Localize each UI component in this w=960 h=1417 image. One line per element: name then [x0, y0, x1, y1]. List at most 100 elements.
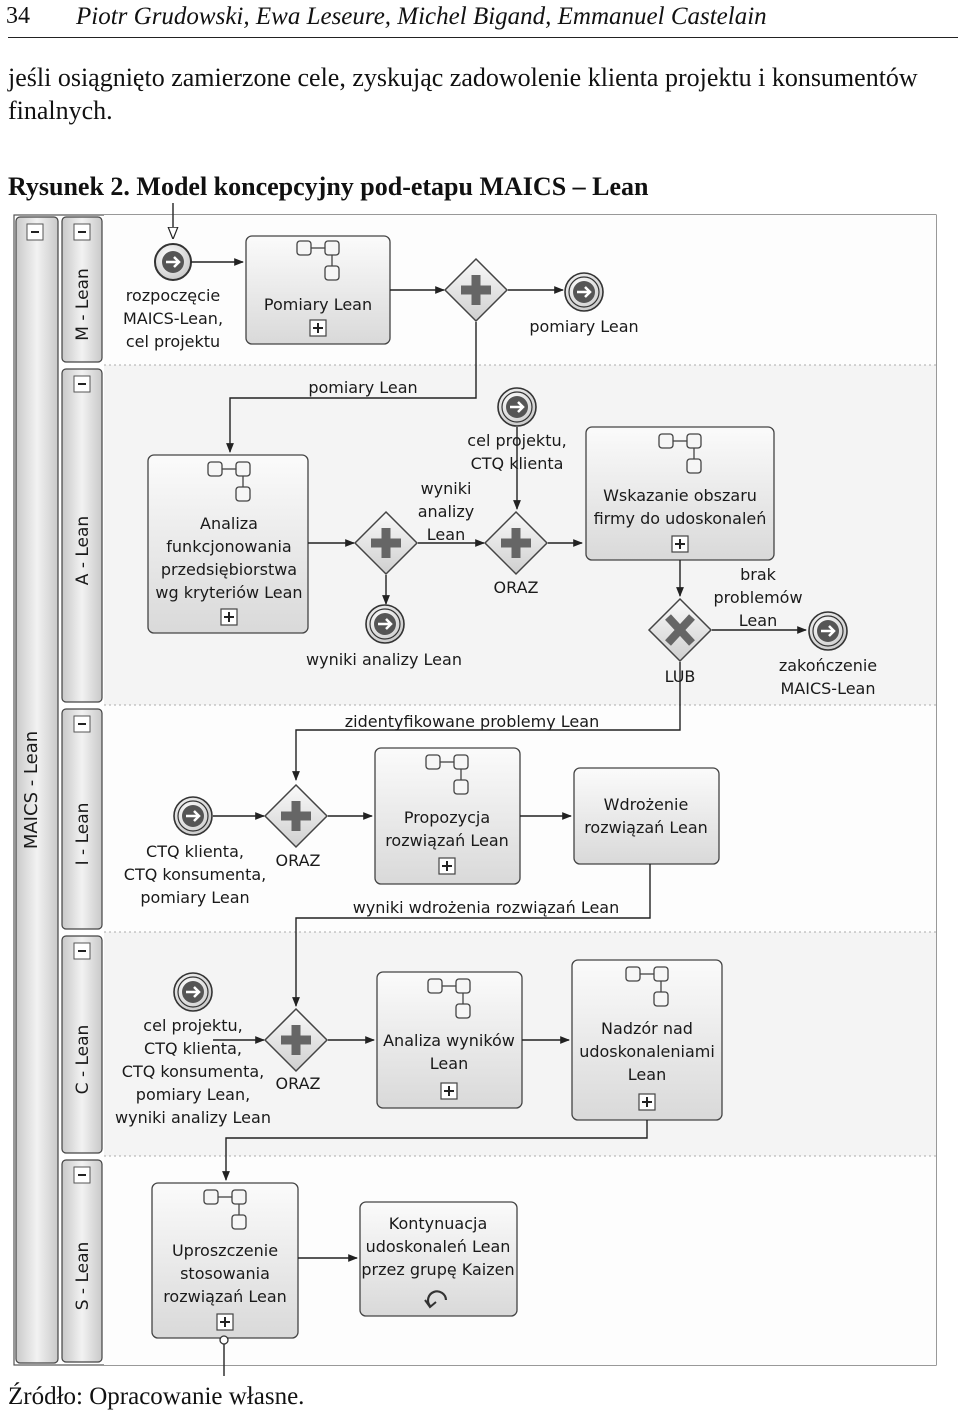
subprocess-icon [203, 1189, 247, 1230]
exclusive-gateway-a[interactable] [647, 597, 713, 663]
subprocess-icon [427, 978, 471, 1019]
expand-icon[interactable] [440, 1082, 458, 1100]
start-event-c[interactable] [173, 972, 213, 1012]
label-line: CTQ klienta, [146, 842, 244, 861]
pool-header[interactable]: MAICS - Lean [15, 216, 59, 1364]
gateway-label-oraz: ORAZ [494, 578, 539, 597]
task-analiza-label: Analiza funkcjonowania przedsiębiorstwa wg … [155, 514, 302, 602]
label-line: pomiary Lean [529, 317, 638, 336]
task-wdrozenie-label: Wdrożenie rozwiązań Lean [584, 795, 708, 837]
expand-icon[interactable] [671, 535, 689, 553]
label-line: rozwiązań Lean [584, 818, 708, 837]
start-event-m[interactable] [154, 203, 192, 281]
label-line: Lean [628, 1065, 666, 1084]
label-line: CTQ klienta, [144, 1039, 242, 1058]
label-line: cel projektu [126, 332, 220, 351]
header-rule [8, 37, 958, 38]
subprocess-icon [425, 754, 469, 795]
gateway-label-oraz: ORAZ [276, 851, 321, 870]
figure-caption: Rysunek 2. Model koncepcyjny pod-etapu M… [8, 172, 649, 201]
label-line: analizy [418, 502, 475, 521]
expand-icon[interactable] [638, 1093, 656, 1111]
subprocess-icon [296, 240, 340, 281]
expand-icon[interactable] [438, 857, 456, 875]
parallel-gateway-a1[interactable] [353, 510, 419, 576]
label-line: Lean [427, 525, 465, 544]
label-line: rozwiązań Lean [163, 1287, 287, 1306]
lane-label: S - Lean [73, 1242, 93, 1311]
label-line: funkcjonowania [166, 537, 291, 556]
label-line: Kontynuacja [389, 1214, 488, 1233]
expand-icon[interactable] [220, 608, 238, 626]
lane-label: C - Lean [73, 1025, 93, 1095]
label-line: udoskonaleniami [579, 1042, 715, 1061]
label-line: MAICS-Lean, [123, 309, 223, 328]
label-line: CTQ konsumenta, [124, 865, 266, 884]
lane-label: A - Lean [73, 516, 93, 585]
label-line: wyniki analizy Lean [306, 650, 462, 669]
label-line: wyniki analizy Lean [115, 1108, 271, 1127]
lane-label: M - Lean [73, 268, 93, 340]
lane-header-2[interactable]: A - Lean [61, 368, 103, 703]
task-kontynuacja[interactable] [359, 1201, 518, 1317]
loop-icon [424, 1290, 448, 1309]
task-wskazanie-label: Wskazanie obszaru firmy do udoskonaleń [594, 486, 767, 528]
label-line: firmy do udoskonaleń [594, 509, 767, 528]
label-line: problemów [713, 588, 802, 607]
label-line: Lean [739, 611, 777, 630]
lane-header-5[interactable]: S - Lean [61, 1159, 103, 1363]
lane-header-1[interactable]: M - Lean [61, 216, 103, 363]
intermediate-event-a-in[interactable] [497, 387, 537, 427]
page-number: 34 [6, 3, 30, 29]
label-line: brak [740, 565, 777, 584]
lane-header-3[interactable]: I - Lean [61, 708, 103, 930]
parallel-gateway-c[interactable] [263, 1007, 329, 1073]
expand-icon[interactable] [309, 319, 327, 337]
expand-icon[interactable] [216, 1313, 234, 1331]
parallel-gateway-i[interactable] [263, 783, 329, 849]
intermediate-event-a-label: wyniki analizy Lean [306, 650, 462, 669]
label-line: Wskazanie obszaru [603, 486, 757, 505]
label-line: CTQ konsumenta, [122, 1062, 264, 1081]
label-line: udoskonaleń Lean [366, 1237, 511, 1256]
start-event-c-label: cel projektu, CTQ klienta, CTQ konsumenta,… [115, 1016, 271, 1127]
label-line: Uproszczenie [172, 1241, 278, 1260]
label-line: wg kryteriów Lean [155, 583, 302, 602]
flow-label-pomiary: pomiary Lean [308, 378, 417, 397]
subprocess-icon [658, 433, 702, 474]
start-event-i[interactable] [173, 796, 213, 836]
intermediate-event-m[interactable] [564, 272, 604, 312]
body-paragraph: jeśli osiągnięto zamierzone cele, zyskuj… [8, 63, 918, 125]
lane-label: I - Lean [73, 803, 93, 866]
lane-header-4[interactable]: C - Lean [61, 935, 103, 1154]
label-line: cel projektu, [143, 1016, 242, 1035]
page-header: 34 Piotr Grudowski, Ewa Leseure, Michel … [0, 0, 960, 40]
parallel-gateway-a2[interactable] [483, 510, 549, 576]
label-line: przedsiębiorstwa [161, 560, 297, 579]
label-line: przez grupę Kaizen [361, 1260, 514, 1279]
label-line: wyniki [421, 479, 472, 498]
task-wdrozenie[interactable] [573, 767, 720, 865]
subprocess-icon [207, 461, 251, 502]
flow-label-wyniki-wdrozenia: wyniki wdrożenia rozwiązań Lean [353, 898, 620, 917]
bpmn-diagram: MAICS - Lean M - Lean A - Lean I - Lean C -… [13, 203, 937, 1376]
label-line: rozpoczęcie [126, 286, 220, 305]
end-event-a[interactable] [808, 611, 848, 651]
intermediate-event-a[interactable] [365, 604, 405, 644]
label-line: rozwiązań Lean [385, 831, 509, 850]
label-line: Wdrożenie [604, 795, 689, 814]
figure-source: Źródło: Opracowanie własne. [8, 1383, 305, 1410]
running-head-authors: Piotr Grudowski, Ewa Leseure, Michel Big… [76, 3, 767, 30]
label-line: Analiza wyników [383, 1031, 515, 1050]
label-line: Analiza [200, 514, 258, 533]
flow-label-zidentyfikowane: zidentyfikowane problemy Lean [345, 712, 599, 731]
task-analiza[interactable] [147, 454, 309, 634]
parallel-gateway-m[interactable] [443, 257, 509, 323]
label-line: MAICS-Lean [781, 679, 876, 698]
task-kontynuacja-label: Kontynuacja udoskonaleń Lean przez grupę K… [361, 1214, 514, 1279]
